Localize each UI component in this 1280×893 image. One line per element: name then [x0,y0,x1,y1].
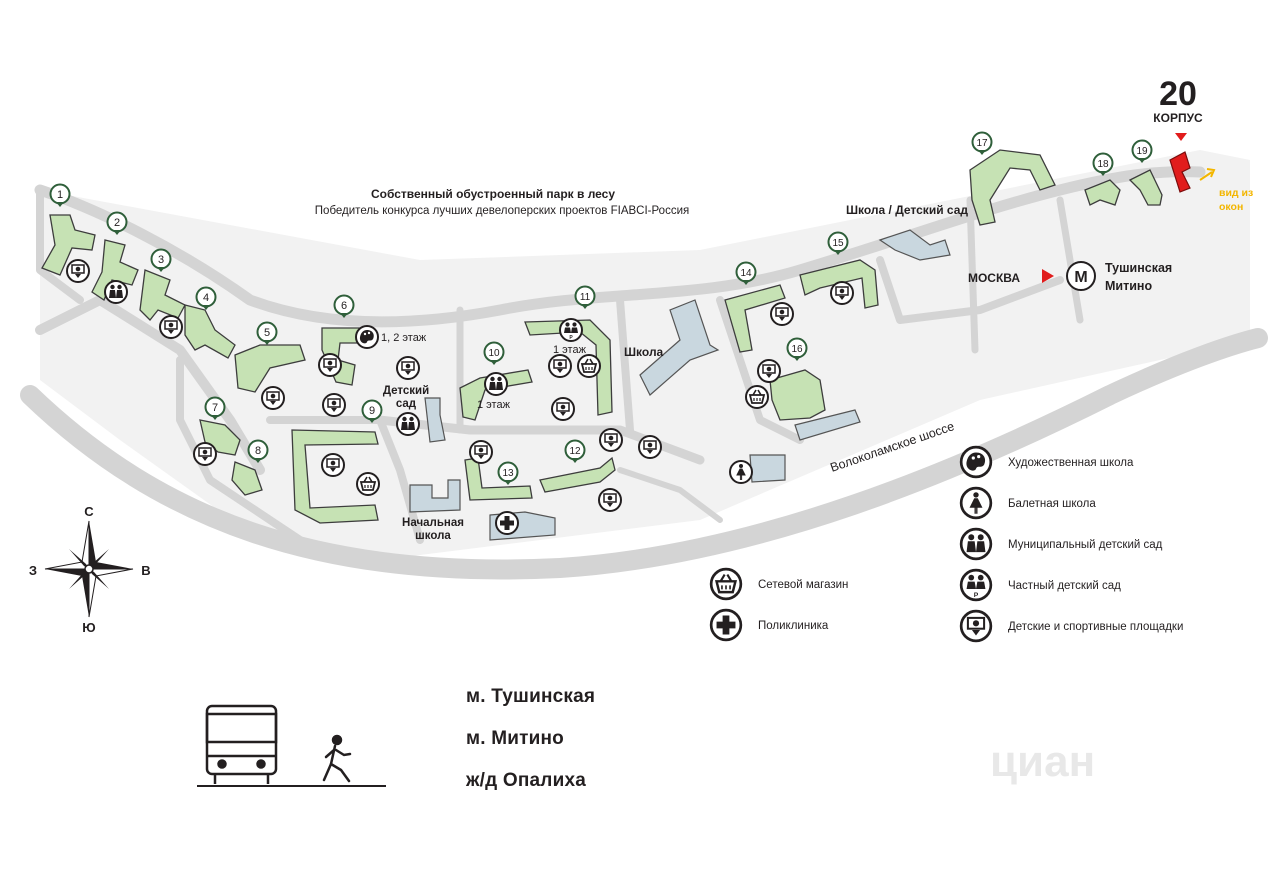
floor-1-label-a: 1 этаж [553,344,587,356]
palette-icon [959,445,993,479]
building-number: 18 [1097,159,1109,170]
building-number: 15 [832,238,844,249]
building-number: 10 [488,348,500,359]
roads [20,166,1268,580]
building-pin-19[interactable]: 19 [1131,139,1153,164]
legend-label: Детские и спортивные площадки [1008,621,1183,633]
legend-label: Муниципальный детский сад [1008,539,1163,551]
walking-person-icon [322,734,352,783]
floor-1-label-b: 1 этаж [477,399,511,411]
legend-label: Частный детский сад [1008,580,1121,592]
metro-tushinskaya: Тушинская [1105,261,1172,275]
building-number: 16 [791,344,803,355]
building-pin-5[interactable]: 5 [256,321,278,346]
playground-icon [959,609,993,643]
building-pin-2[interactable]: 2 [106,211,128,236]
metro-mitino: Митино [1105,279,1152,293]
compass-south: Ю [82,620,95,635]
floors-1-2-label: 1, 2 этаж [381,332,427,344]
building-number: 7 [212,402,218,414]
legend-label: Поликлиника [758,620,829,632]
private-children-icon [959,568,993,602]
building-number: 8 [255,445,261,457]
building-pin-3[interactable]: 3 [150,248,172,273]
building-number: 17 [976,138,988,149]
corpus-20-marker [1175,133,1187,141]
building-number: 11 [580,292,591,303]
building-pin-8[interactable]: 8 [247,439,269,464]
building-pin-6[interactable]: 6 [333,294,355,319]
basket-icon [709,567,743,601]
transport-mitino: м. Митино [466,728,564,749]
watermark: циан [990,737,1095,786]
building-pin-14[interactable]: 14 [735,261,757,286]
building-pin-12[interactable]: 12 [564,439,586,464]
building-number: 6 [341,300,347,312]
school-kindergarten-label: Школа / Детский сад [846,203,968,217]
ballerina-icon [959,486,993,520]
legend-label: Балетная школа [1008,498,1096,510]
svg-text:M: M [1074,269,1087,286]
moscow-label: МОСКВА [968,271,1020,285]
corpus-number: 20 [1159,75,1197,113]
corpus-20-building[interactable] [1169,151,1191,193]
building-pin-16[interactable]: 16 [786,337,808,362]
building-pin-18[interactable]: 18 [1092,152,1114,177]
legend-label: Сетевой магазин [758,579,848,591]
children-icon [959,527,993,561]
building-pin-7[interactable]: 7 [204,396,226,421]
building-number: 1 [57,189,63,201]
transport-tushinskaya: м. Тушинская [466,686,596,707]
building-number: 2 [114,217,120,229]
view-arrow [1199,171,1213,181]
bus-icon [205,704,278,784]
building-number: 4 [203,292,209,304]
building-pin-1[interactable]: 1 [49,183,71,208]
building-number: 19 [1136,146,1148,157]
compass-west: З [29,563,37,578]
park-title: Собственный обустроенный парк в лесу [371,187,615,201]
compass-rose [44,520,134,618]
cross-icon [709,608,743,642]
building-number: 14 [740,268,752,279]
building-number: 13 [502,468,514,479]
building-number: 3 [158,254,164,266]
direction-arrow-icon [1042,269,1054,283]
metro-icon [1066,261,1096,291]
building-pin-11[interactable]: 11 [574,285,596,310]
public-buildings [409,229,951,541]
building-pin-15[interactable]: 15 [827,231,849,256]
building-pin-13[interactable]: 13 [497,461,519,486]
corpus-label: КОРПУС [1153,111,1203,125]
school-label: Школа [624,345,664,359]
building-pin-9[interactable]: 9 [361,399,383,424]
compass-north: С [84,504,94,519]
building-number: 5 [264,327,270,339]
transport-opalikha: ж/д Опалиха [466,770,586,791]
building-pin-10[interactable]: 10 [483,341,505,366]
compass-east: В [141,563,150,578]
building-number: 9 [369,405,375,417]
building-number: 12 [569,446,581,457]
park-subtitle: Победитель конкурса лучших девелоперских… [315,205,689,217]
building-pin-4[interactable]: 4 [195,286,217,311]
legend-label: Художественная школа [1008,457,1134,469]
building-pin-17[interactable]: 17 [971,131,993,156]
